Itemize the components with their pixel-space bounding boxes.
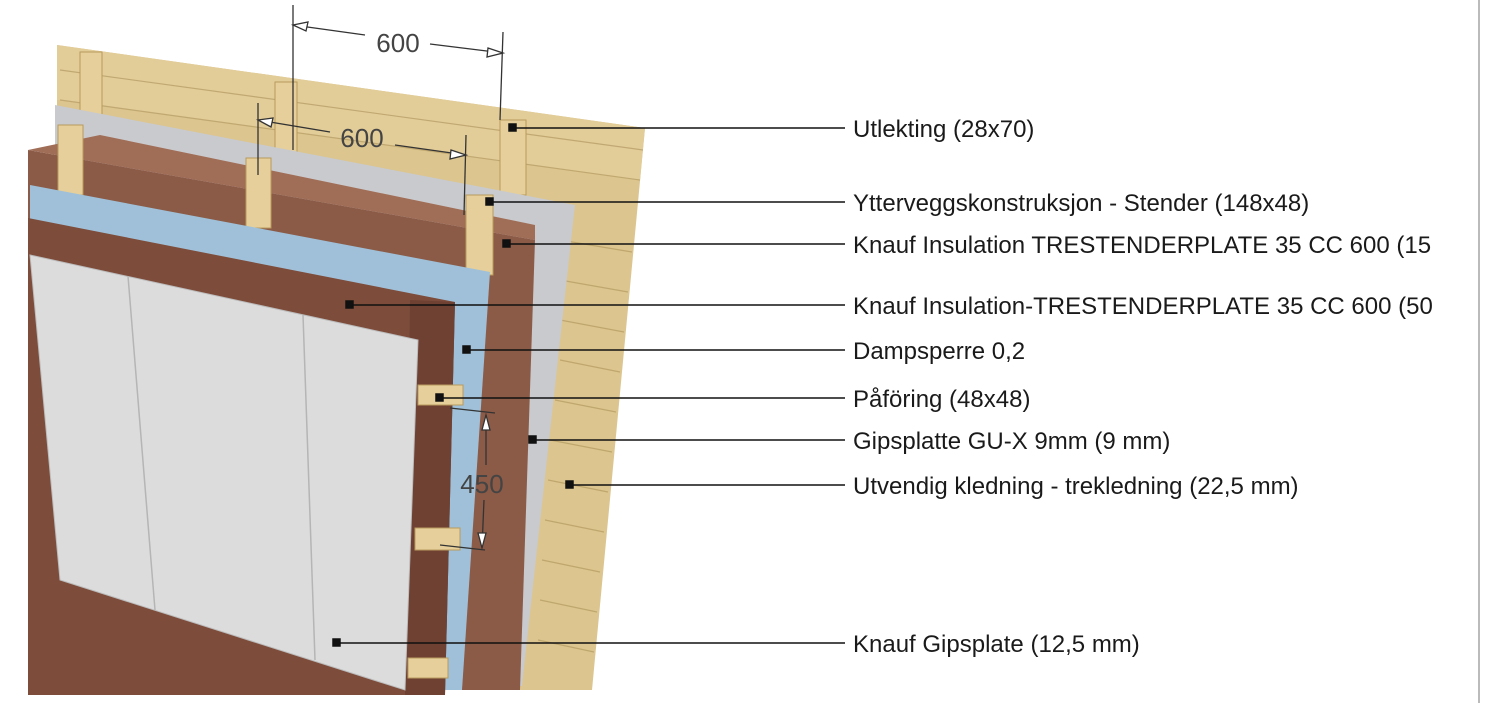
dimension-vertical (439, 407, 496, 551)
dimension-vertical-label: 450 (460, 469, 503, 499)
studs (57, 124, 494, 276)
label-paforing: Påföring (48x48) (853, 386, 1030, 413)
label-knauf-gipsplate: Knauf Gipsplate (12,5 mm) (853, 631, 1140, 658)
label-insulation-150: Knauf Insulation TRESTENDERPLATE 35 CC 6… (853, 232, 1431, 259)
label-utvendig-kledning: Utvendig kledning - trekledning (22,5 mm… (853, 473, 1299, 500)
right-border (1478, 0, 1480, 703)
label-utlekting: Utlekting (28x70) (853, 116, 1034, 143)
label-dampsperre: Dampsperre 0,2 (853, 338, 1025, 365)
battens (79, 51, 527, 196)
gypsum-board-layer (29, 254, 419, 691)
dimension-inner (255, 103, 469, 216)
label-stender: Ytterveggskonstruksjon - Stender (148x48… (853, 190, 1309, 217)
dimension-outer-label: 600 (376, 28, 419, 58)
dimension-inner-label: 600 (340, 123, 383, 153)
dimension-outer (290, 5, 506, 150)
label-gipsplatte-gux: Gipsplatte GU-X 9mm (9 mm) (853, 428, 1170, 455)
furring-strips (407, 384, 464, 679)
leader-lines (332, 123, 845, 647)
label-insulation-50: Knauf Insulation-TRESTENDERPLATE 35 CC 6… (853, 293, 1433, 320)
